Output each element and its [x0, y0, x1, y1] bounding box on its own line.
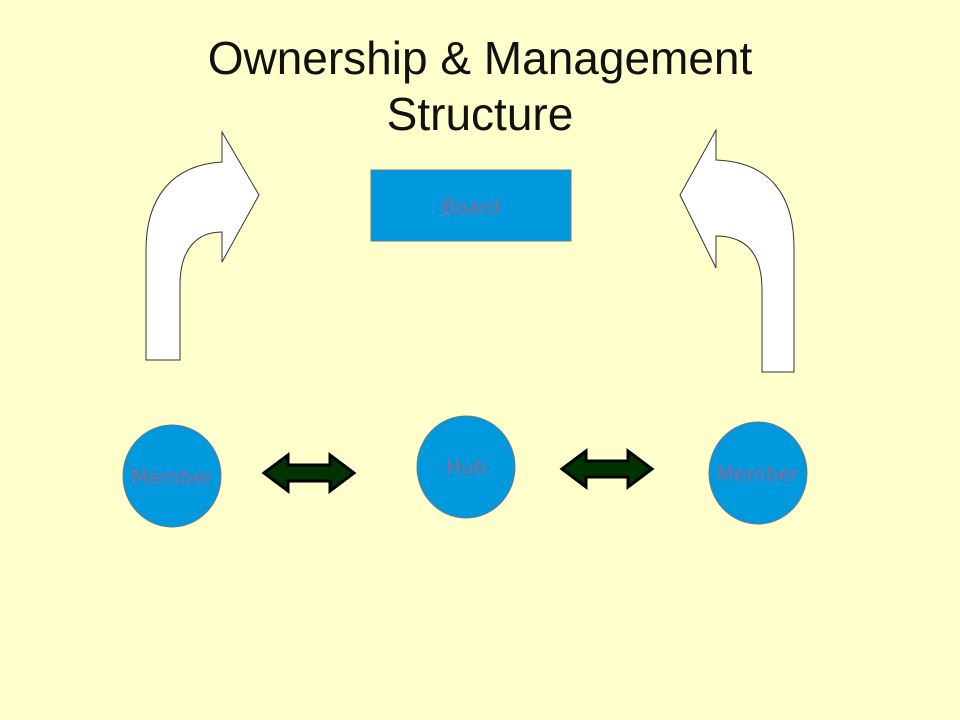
- board-node: Board: [370, 169, 572, 242]
- hub-label: Hub: [446, 455, 486, 479]
- title-line-1: Ownership & Management: [207, 32, 753, 84]
- hub-node: Hub: [416, 415, 516, 519]
- double-headed-arrow-icon: [559, 448, 655, 490]
- title-line-2: Structure: [386, 88, 574, 140]
- slide-title: Ownership & Management Structure: [0, 30, 960, 142]
- member-node-right: Member: [708, 421, 808, 525]
- board-label: Board: [442, 195, 501, 219]
- curved-up-right-arrow-icon: [145, 130, 260, 361]
- member-node-left: Member: [122, 424, 222, 528]
- member-left-label: Member: [131, 465, 214, 489]
- double-headed-arrow-icon: [261, 452, 357, 494]
- member-right-label: Member: [717, 462, 800, 486]
- curved-up-left-arrow-icon: [679, 128, 795, 373]
